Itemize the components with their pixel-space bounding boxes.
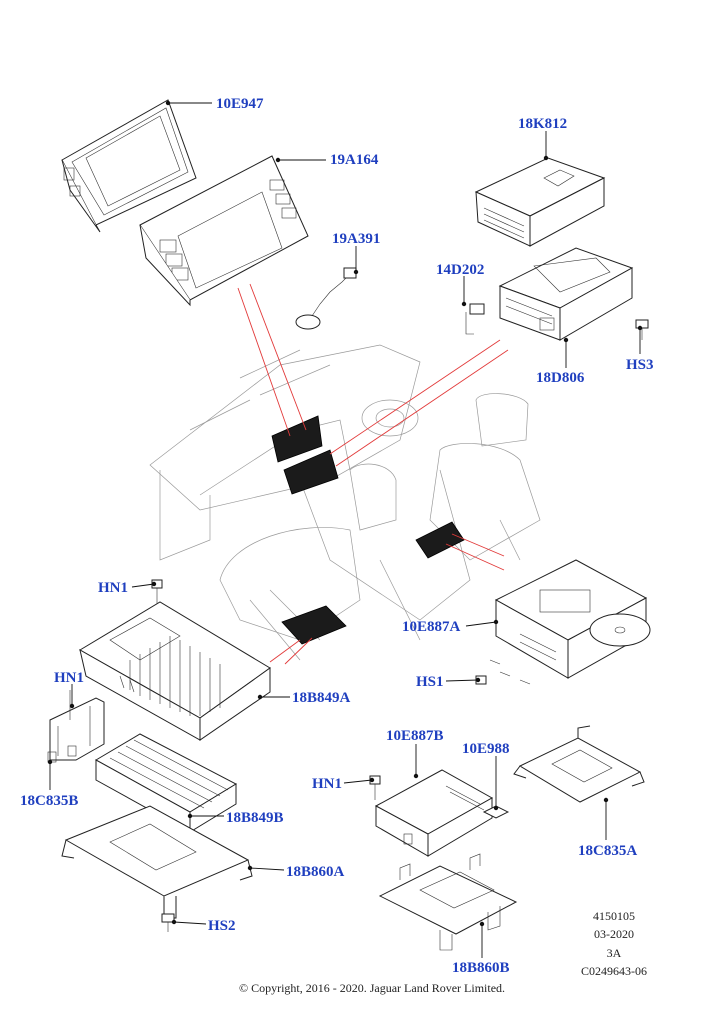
callout-10E988[interactable]: 10E988 — [462, 741, 510, 757]
hs2-screw — [161, 913, 175, 932]
leader-lines — [47, 100, 643, 958]
callout-HS3[interactable]: HS3 — [626, 357, 654, 373]
copyright-notice: © Copyright, 2016 - 2020. Jaguar Land Ro… — [239, 981, 505, 995]
callout-18B860A[interactable]: 18B860A — [286, 864, 345, 880]
part-18B860B-bracket — [378, 853, 518, 951]
callout-19A164[interactable]: 19A164 — [330, 152, 379, 168]
hs3-screw — [635, 319, 649, 340]
part-18K812-module — [474, 157, 606, 247]
callout-18C835A[interactable]: 18C835A — [578, 843, 637, 859]
part-10E988-pad — [482, 805, 510, 819]
ref-number: 4150105 — [593, 909, 635, 923]
part-18C835B-bracket — [47, 697, 105, 763]
callout-HN1-a[interactable]: HN1 — [98, 580, 128, 596]
callout-18K812[interactable]: 18K812 — [518, 116, 567, 132]
part-10E947-display — [61, 99, 197, 233]
callout-18B860B[interactable]: 18B860B — [452, 960, 510, 976]
part-18B849A-amplifier — [79, 601, 271, 741]
callout-HS2[interactable]: HS2 — [208, 918, 236, 934]
callout-18D806[interactable]: 18D806 — [536, 370, 585, 386]
callout-18B849B[interactable]: 18B849B — [226, 810, 284, 826]
part-19A164-control-panel — [139, 155, 309, 307]
callout-HS1[interactable]: HS1 — [416, 674, 444, 690]
ref-code: C0249643-06 — [581, 964, 647, 978]
ref-revision: 3A — [607, 946, 622, 960]
callout-HN1-b[interactable]: HN1 — [54, 670, 84, 686]
callout-14D202[interactable]: 14D202 — [436, 262, 484, 278]
location-lines — [237, 283, 509, 665]
part-14D202-connector — [465, 303, 485, 335]
ref-date: 03-2020 — [594, 927, 634, 941]
callout-10E887B[interactable]: 10E887B — [386, 728, 444, 744]
callout-18C835B[interactable]: 18C835B — [20, 793, 78, 809]
part-10E887B-module — [374, 769, 494, 857]
part-18C835A-bracket — [513, 725, 645, 803]
callout-10E947[interactable]: 10E947 — [216, 96, 264, 112]
callout-18B849A[interactable]: 18B849A — [292, 690, 351, 706]
callout-HN1-c[interactable]: HN1 — [312, 776, 342, 792]
installed-modules-highlight — [271, 415, 465, 645]
part-18D806-media-unit — [498, 247, 634, 341]
callout-10E887A[interactable]: 10E887A — [402, 619, 461, 635]
part-19A391-antenna — [295, 267, 357, 330]
part-10E887A-cd-unit — [489, 559, 651, 685]
vehicle-interior-outline — [149, 344, 541, 661]
part-18B860A-tray — [61, 805, 253, 919]
callout-19A391[interactable]: 19A391 — [332, 231, 380, 247]
